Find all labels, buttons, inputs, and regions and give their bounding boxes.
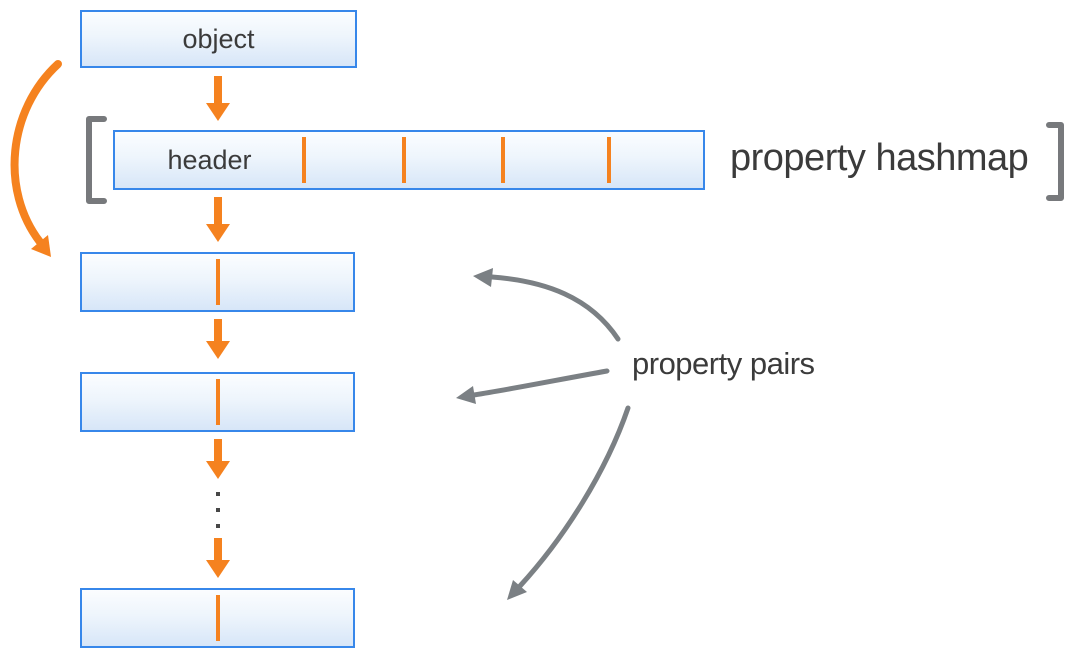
object-box-label: object: [182, 23, 255, 54]
property-hashmap-box: header: [113, 130, 705, 190]
arrow-object-to-hashmap: [206, 76, 230, 121]
curved-arrow-object-to-pairs: [10, 60, 62, 257]
gray-arrow-to-pair-3: [507, 405, 631, 600]
gray-arrow-to-pair-1: [473, 268, 621, 342]
pair-cell-divider: [215, 259, 220, 305]
arrow-pair-1-to-pair-2: [206, 319, 230, 359]
hashmap-cell-divider: [302, 137, 306, 183]
property-pairs-caption: property pairs: [632, 346, 815, 381]
hashmap-header-cell-label: header: [167, 144, 252, 175]
hashmap-cell-divider: [501, 137, 505, 183]
property-hashmap-caption: property hashmap: [730, 137, 1029, 179]
arrow-hashmap-to-pair-1: [206, 197, 230, 242]
bracket-left-icon: [86, 116, 107, 204]
hashmap-cell-divider: [607, 137, 611, 183]
property-pair-box-3: [80, 588, 355, 648]
bracket-right-icon: [1046, 122, 1064, 201]
pair-cell-divider: [215, 595, 220, 641]
hashmap-cell-divider: [402, 137, 406, 183]
vertical-ellipsis-icon: [216, 492, 220, 528]
object-box: object: [80, 10, 357, 68]
property-pair-box-1: [80, 252, 355, 312]
arrow-ellipsis-to-pair-3: [206, 538, 230, 578]
arrow-pair-2-to-ellipsis: [206, 439, 230, 479]
property-pair-box-2: [80, 372, 355, 432]
gray-arrow-to-pair-2: [456, 368, 610, 404]
pair-cell-divider: [215, 379, 220, 425]
